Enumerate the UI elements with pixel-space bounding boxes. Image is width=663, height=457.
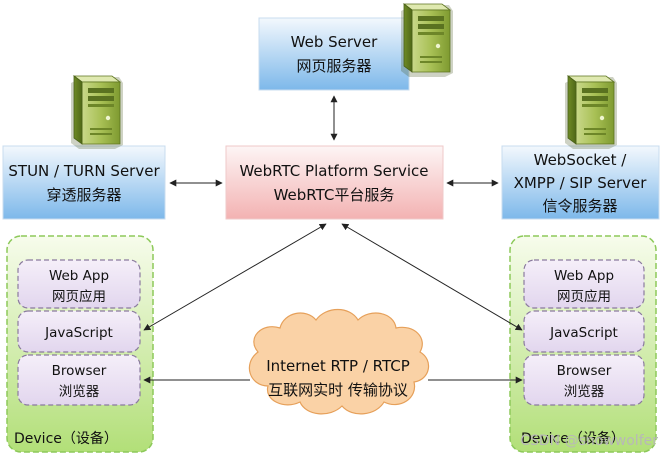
device-right-caption: Device（设备） (521, 430, 625, 447)
arrow-platform-right-javascript (341, 223, 523, 331)
device-left-browser-en: Browser (52, 363, 107, 379)
web-server-box (258, 17, 410, 91)
cloud-label-cn: 互联网实时 传输协议 (268, 381, 408, 399)
web-server-label-en: Web Server (291, 33, 378, 51)
device-right-browser-cn: 浏览器 (564, 384, 605, 400)
platform-label-cn: WebRTC平台服务 (274, 186, 395, 204)
signal-server-tower-icon (564, 75, 618, 150)
device-left-webapp (17, 259, 141, 309)
stun-server-tower-icon (70, 75, 124, 150)
device-left-browser-cn: 浏览器 (59, 384, 100, 400)
device-right-browser (523, 354, 645, 406)
device-right-javascript (523, 310, 645, 353)
device-right-webapp-en: Web App (554, 268, 614, 284)
platform-label-en: WebRTC Platform Service (239, 162, 428, 180)
device-right-webapp-cn: 网页应用 (557, 288, 611, 305)
device-left-browser (17, 354, 141, 406)
signal-server-label-2: XMPP / SIP Server (514, 174, 648, 192)
signal-server-label-cn: 信令服务器 (542, 197, 617, 215)
arrow-platform-left-javascript (143, 223, 327, 331)
signal-server-box (501, 145, 660, 220)
web-server-label-cn: 网页服务器 (296, 57, 371, 75)
web-server-tower-icon (400, 3, 454, 78)
stun-server-box (2, 145, 166, 220)
cloud-label-en: Internet RTP / RTCP (266, 357, 410, 375)
device-left-webapp-en: Web App (49, 268, 109, 284)
watermark-text: CSDN @snowwolfer (520, 433, 658, 449)
device-left-javascript (17, 310, 141, 353)
device-left-javascript-label: JavaScript (44, 325, 113, 341)
device-right-javascript-label: JavaScript (549, 325, 618, 341)
device-left-caption: Device（设备） (14, 430, 118, 447)
signal-server-label-1: WebSocket / (534, 151, 628, 169)
device-right-browser-en: Browser (557, 363, 612, 379)
device-left-webapp-cn: 网页应用 (52, 288, 106, 305)
stun-server-label-cn: 穿透服务器 (46, 186, 121, 204)
device-right-webapp (523, 259, 645, 309)
stun-server-label-en: STUN / TURN Server (8, 162, 160, 180)
platform-service-box (225, 145, 444, 220)
